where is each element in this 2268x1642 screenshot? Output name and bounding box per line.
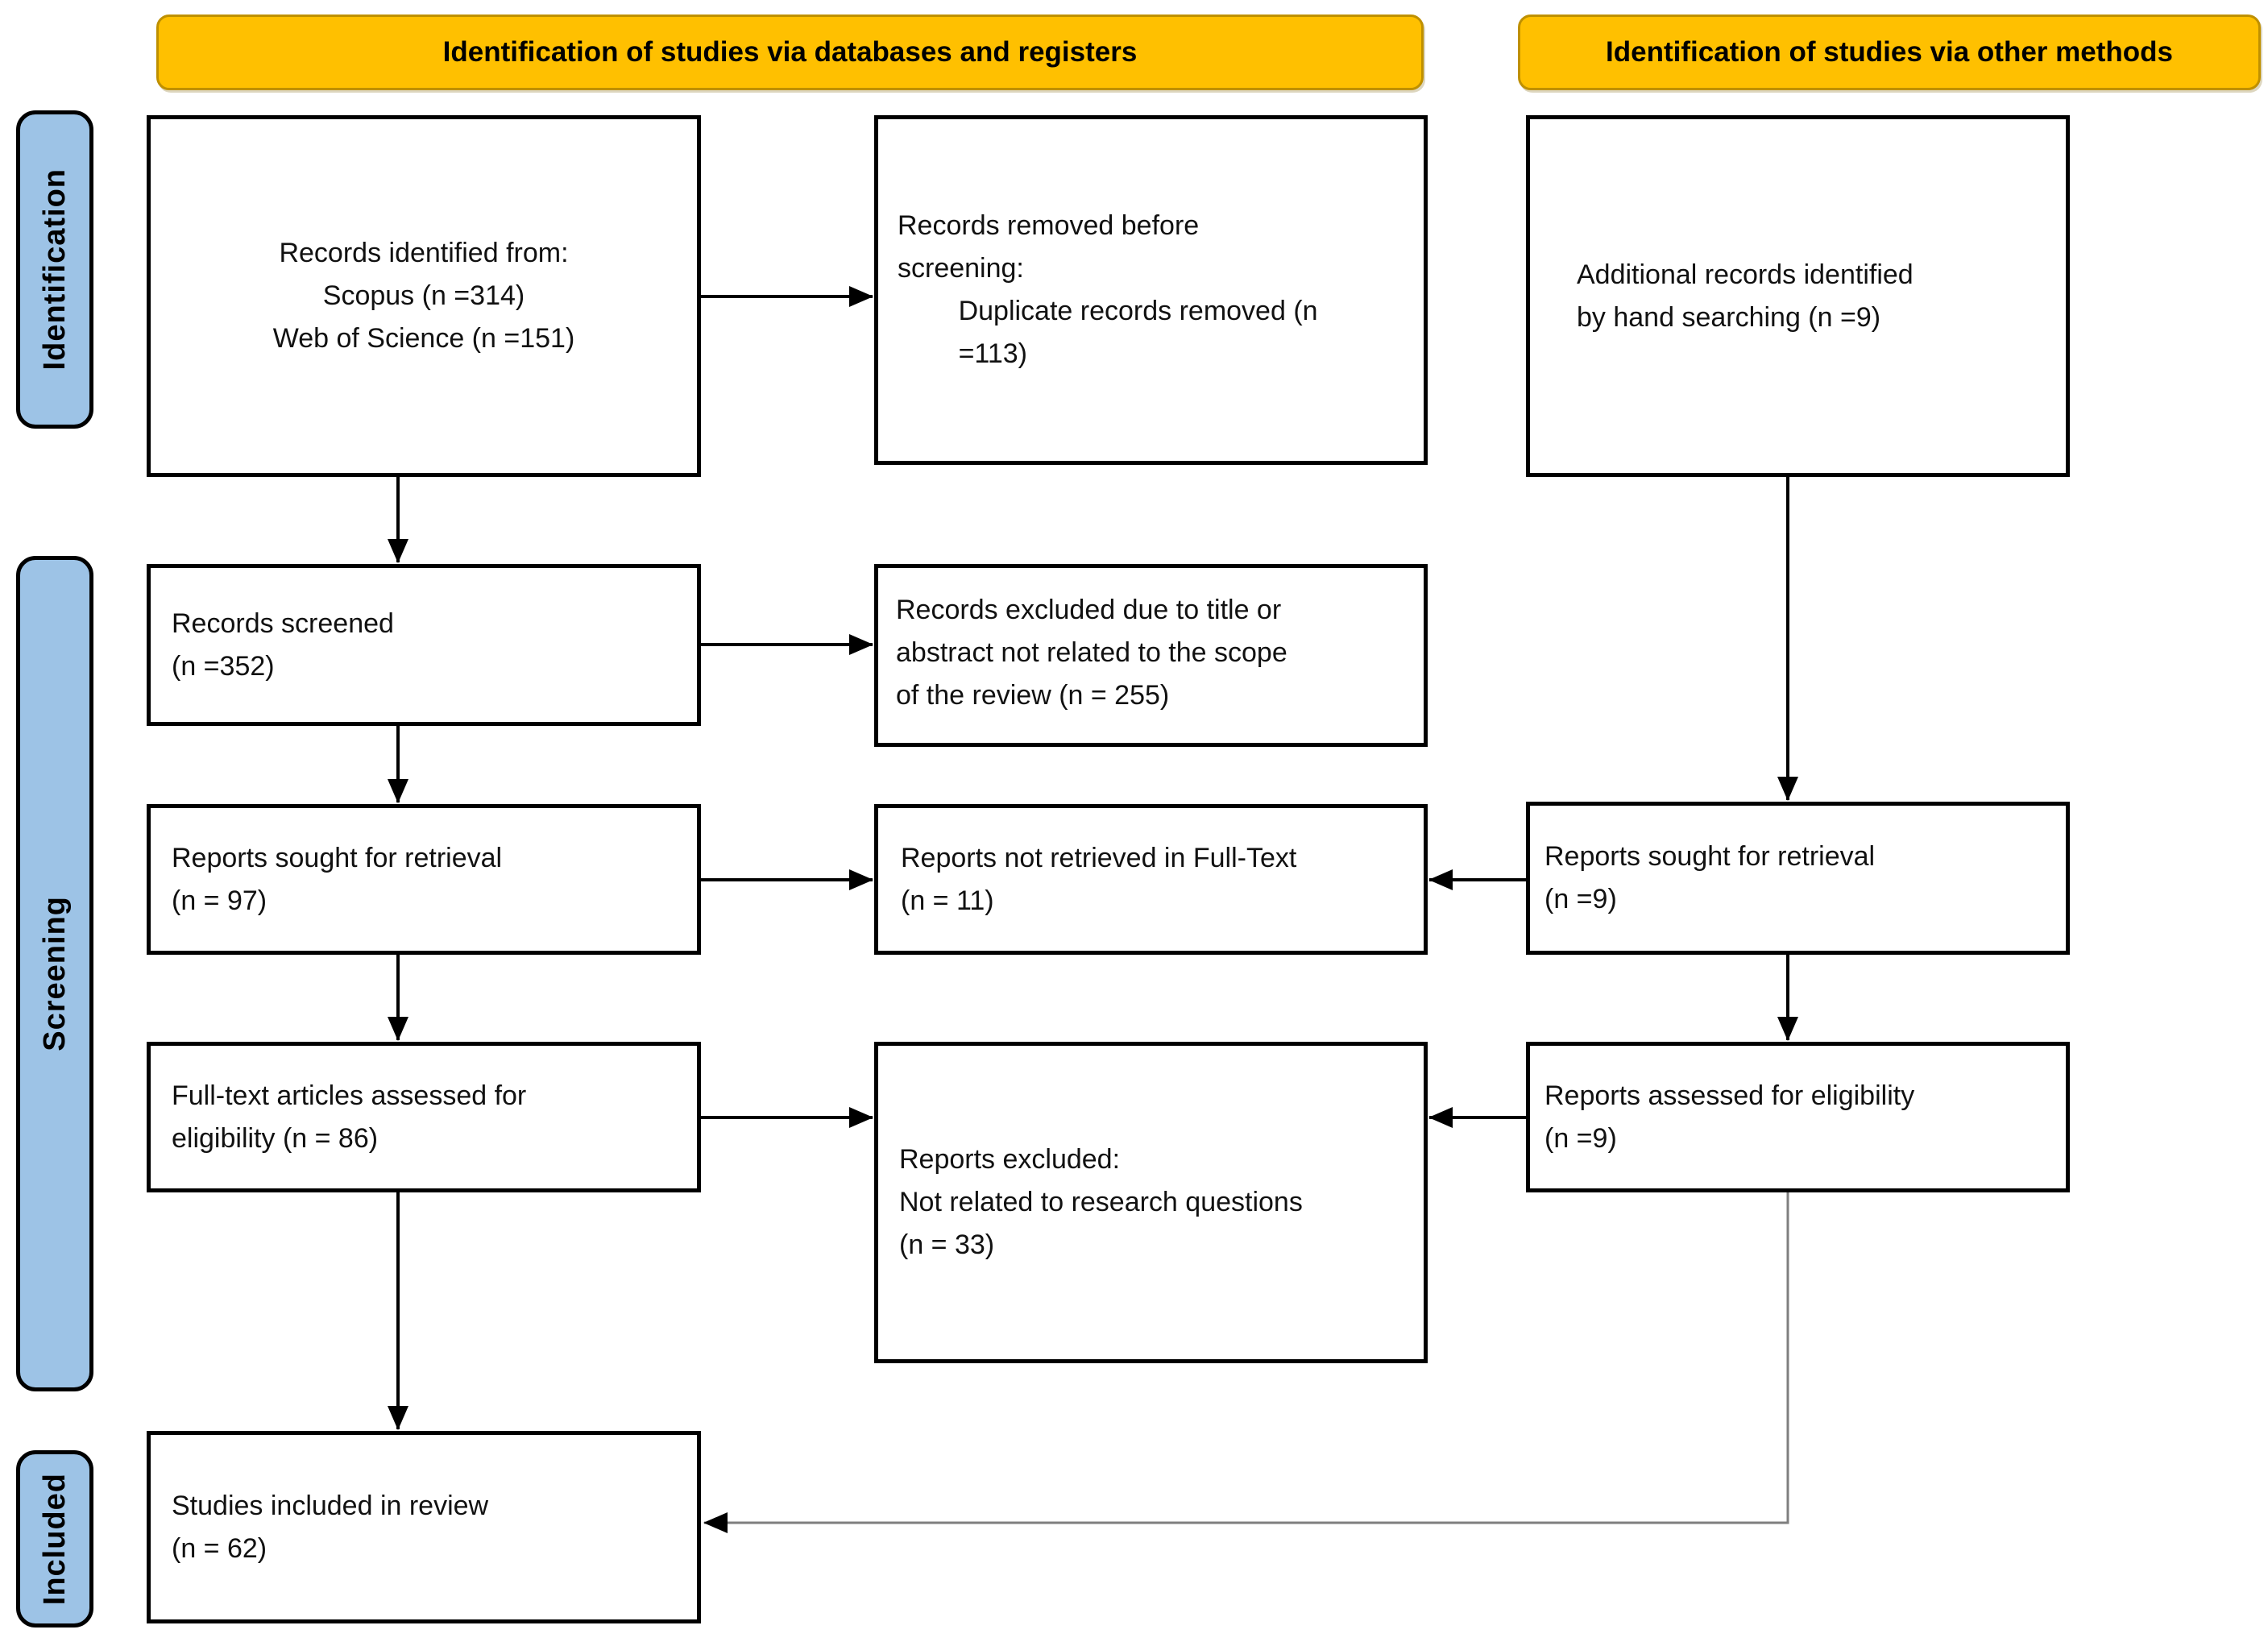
box-studies-included: Studies included in review (n = 62): [147, 1431, 701, 1623]
box-records-excluded-text: Records excluded due to title or abstrac…: [896, 595, 1287, 711]
stage-identification: Identification: [16, 110, 93, 429]
box-records-screened-text: Records screened (n =352): [172, 607, 394, 682]
banner-other-methods-label: Identification of studies via other meth…: [1606, 36, 2173, 68]
box-records-excluded: Records excluded due to title or abstrac…: [874, 564, 1428, 747]
box-reports-sought: Reports sought for retrieval (n = 97): [147, 804, 701, 955]
box-reports-assessed-other: Reports assessed for eligibility (n =9): [1526, 1042, 2070, 1192]
box-fulltext-assessed-text: Full-text articles assessed for eligibil…: [172, 1080, 527, 1154]
box-reports-sought-other: Reports sought for retrieval (n =9): [1526, 802, 2070, 955]
box-records-removed-text: Records removed before screening: Duplic…: [898, 210, 1318, 369]
box-reports-assessed-other-text: Reports assessed for eligibility (n =9): [1544, 1080, 1915, 1154]
stage-identification-label: Identification: [37, 168, 72, 371]
box-records-identified-text: Records identified from: Scopus (n =314)…: [272, 238, 575, 354]
box-reports-sought-text: Reports sought for retrieval (n = 97): [172, 842, 503, 916]
banner-databases-registers: Identification of studies via databases …: [156, 15, 1424, 90]
box-additional-records: Additional records identified by hand se…: [1526, 115, 2070, 477]
stage-included-label: Included: [37, 1472, 72, 1606]
stage-included: Included: [16, 1450, 93, 1627]
box-records-removed: Records removed before screening: Duplic…: [874, 115, 1428, 465]
stage-screening-label: Screening: [37, 896, 72, 1051]
box-reports-excluded-text: Reports excluded: Not related to researc…: [899, 1144, 1303, 1260]
box-records-identified: Records identified from: Scopus (n =314)…: [147, 115, 701, 477]
box-reports-not-retrieved-text: Reports not retrieved in Full-Text (n = …: [901, 842, 1297, 916]
box-studies-included-text: Studies included in review (n = 62): [172, 1490, 489, 1564]
box-reports-sought-other-text: Reports sought for retrieval (n =9): [1544, 841, 1876, 914]
box-reports-excluded: Reports excluded: Not related to researc…: [874, 1042, 1428, 1363]
box-reports-not-retrieved: Reports not retrieved in Full-Text (n = …: [874, 804, 1428, 955]
box-additional-records-text: Additional records identified by hand se…: [1577, 259, 1913, 333]
banner-other-methods: Identification of studies via other meth…: [1518, 15, 2261, 90]
box-fulltext-assessed: Full-text articles assessed for eligibil…: [147, 1042, 701, 1192]
stage-screening: Screening: [16, 556, 93, 1391]
box-records-screened: Records screened (n =352): [147, 564, 701, 726]
banner-databases-registers-label: Identification of studies via databases …: [442, 36, 1138, 68]
